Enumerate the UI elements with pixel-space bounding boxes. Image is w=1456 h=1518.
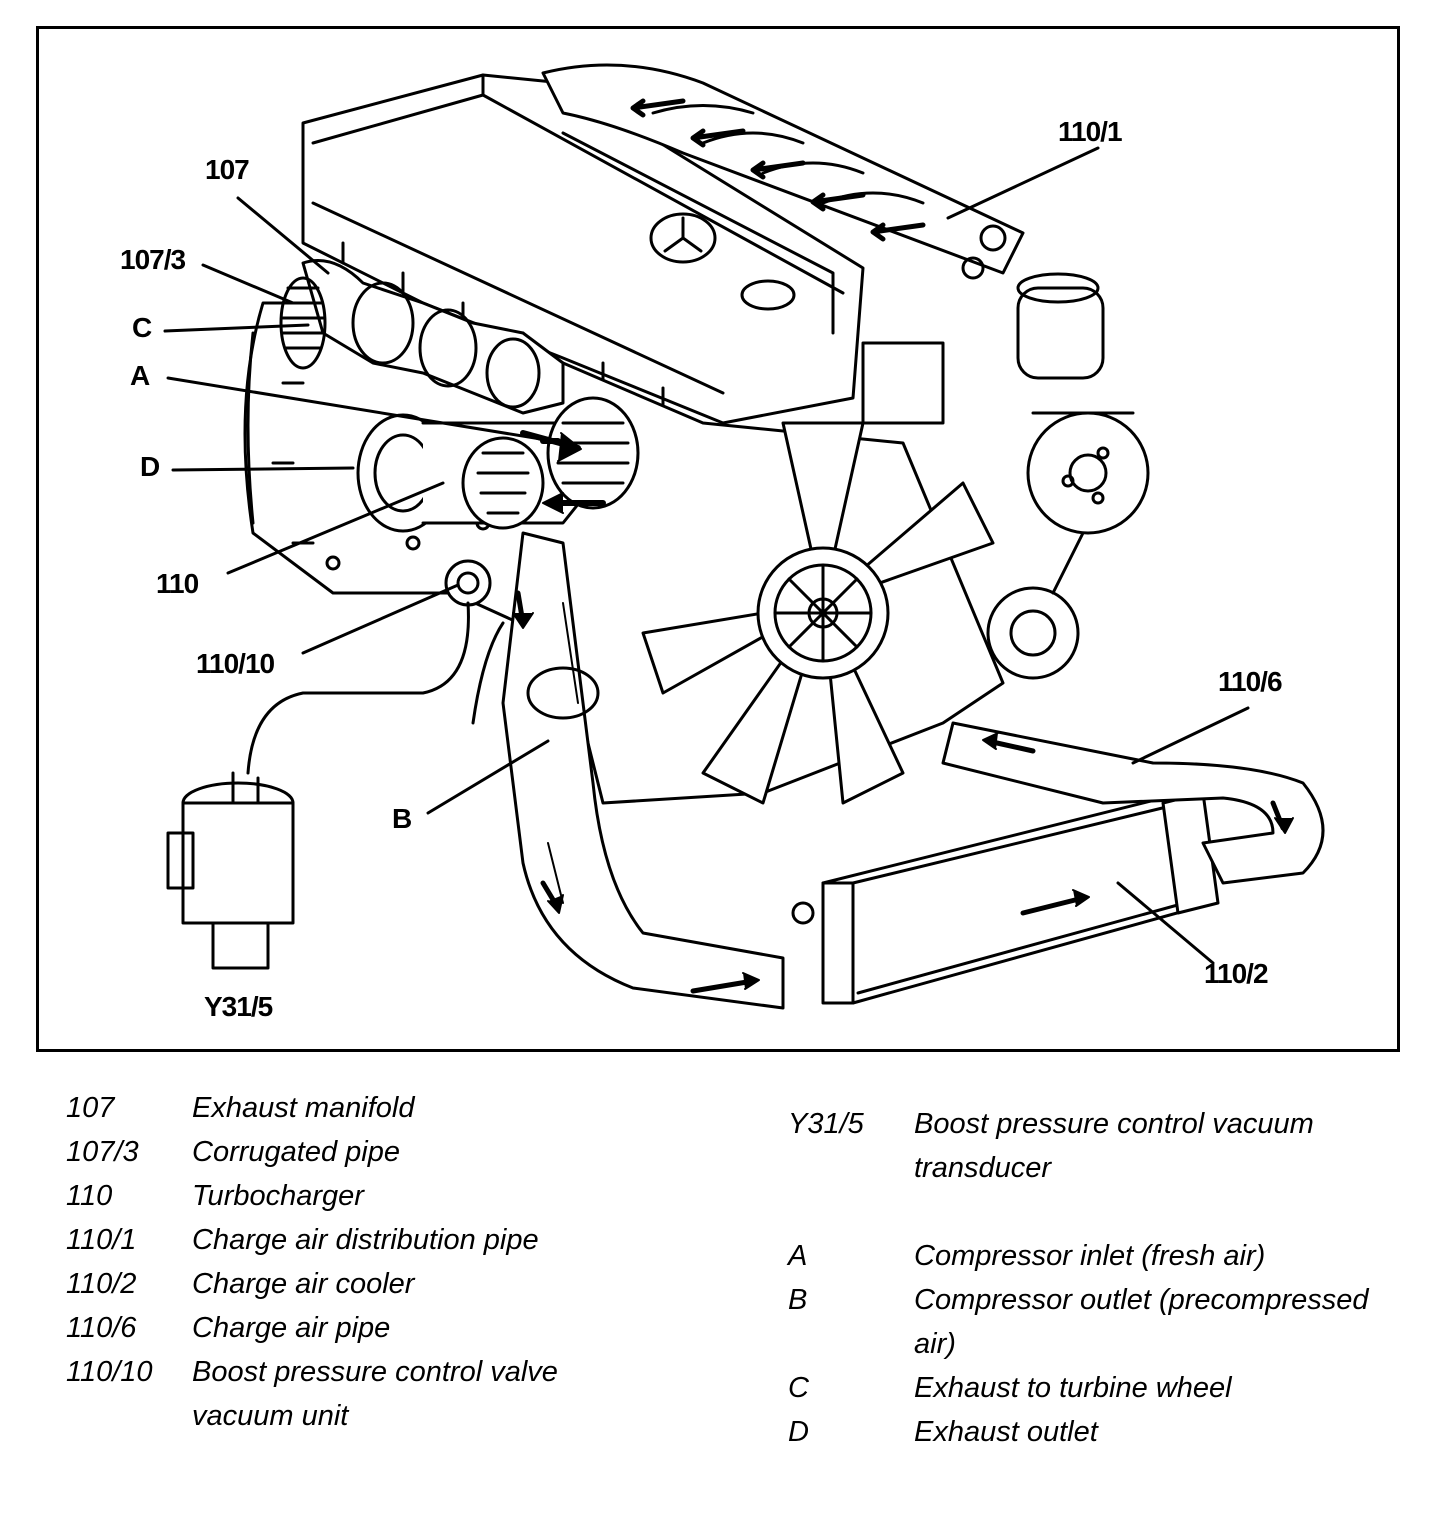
callout-b: B (392, 803, 412, 834)
legend-item: D Exhaust outlet (788, 1410, 1448, 1454)
leader-d (171, 466, 355, 472)
vacuum-transducer (166, 601, 470, 970)
legend-desc: Charge air cooler (192, 1268, 415, 1300)
callout-110-2: 110/2 (1204, 958, 1269, 989)
legend-spacer (788, 1190, 1448, 1234)
legend-code: 110 (66, 1180, 113, 1212)
legend-code: 110/6 (66, 1312, 137, 1344)
legend-item-continuation: air) (788, 1322, 1448, 1366)
star-emblem-icon (649, 212, 717, 264)
engine-accessories (861, 272, 1150, 680)
legend-item: 110/2 Charge air cooler (66, 1262, 706, 1306)
legend-desc: transducer (914, 1152, 1052, 1184)
leader-110-6 (1131, 706, 1250, 765)
callout-110: 110 (156, 568, 199, 599)
leader-c (163, 323, 310, 333)
oil-filler-cap-icon (740, 279, 796, 311)
legend-desc: Boost pressure control valve (192, 1356, 558, 1388)
legend-desc: Charge air pipe (192, 1312, 391, 1344)
legend-desc: Exhaust to turbine wheel (914, 1372, 1232, 1404)
leader-110-1 (946, 146, 1100, 220)
legend-desc: Boost pressure control vacuum (914, 1108, 1314, 1140)
legend-item: 107/3 Corrugated pipe (66, 1130, 706, 1174)
legend-code: D (788, 1416, 809, 1448)
callout-c: C (132, 312, 152, 343)
vacuum-unit (444, 559, 492, 607)
legend-item-continuation: transducer (788, 1146, 1448, 1190)
legend-code: 110/1 (66, 1224, 137, 1256)
legend-item: 110 Turbocharger (66, 1174, 706, 1218)
leader-107 (236, 196, 330, 275)
callout-110-6: 110/6 (1218, 666, 1283, 697)
cooling-fan (641, 421, 995, 805)
legend-desc: air) (914, 1328, 956, 1360)
legend-right: Y31/5 Boost pressure control vacuum tran… (788, 1102, 1448, 1454)
legend-item: C Exhaust to turbine wheel (788, 1366, 1448, 1410)
legend-item: 110/10 Boost pressure control valve (66, 1350, 706, 1394)
legend-desc: Charge air distribution pipe (192, 1224, 539, 1256)
callout-y31-5: Y31/5 (204, 991, 273, 1022)
legend-item: Y31/5 Boost pressure control vacuum (788, 1102, 1448, 1146)
leader-110-2 (1116, 881, 1215, 965)
legend-desc: vacuum unit (192, 1400, 349, 1432)
legend-code: 110/10 (66, 1356, 153, 1388)
legend-code: 110/2 (66, 1268, 137, 1300)
exhaust-manifold (279, 259, 565, 415)
legend-code: B (788, 1284, 808, 1316)
turbocharger (356, 396, 640, 607)
legend-item: 110/1 Charge air distribution pipe (66, 1218, 706, 1262)
leader-107-3 (201, 263, 295, 305)
callout-d: D (140, 451, 160, 482)
callout-110-1: 110/1 (1058, 116, 1123, 147)
charge-air-cooler (791, 791, 1220, 1005)
leader-a (166, 376, 555, 443)
legend-code: C (788, 1372, 809, 1404)
legend-desc: Compressor inlet (fresh air) (914, 1240, 1266, 1272)
valve-cover (301, 73, 865, 425)
charge-air-pipe (941, 721, 1325, 885)
legend-item: 110/6 Charge air pipe (66, 1306, 706, 1350)
leader-b (426, 739, 550, 815)
legend-code: 107 (66, 1092, 115, 1124)
legend-item: A Compressor inlet (fresh air) (788, 1234, 1448, 1278)
callout-107: 107 (205, 154, 250, 185)
legend-desc: Corrugated pipe (192, 1136, 400, 1168)
callout-110-10: 110/10 (196, 648, 275, 679)
legend-code: 107/3 (66, 1136, 139, 1168)
legend-desc: Exhaust manifold (192, 1092, 415, 1124)
legend-item: 107 Exhaust manifold (66, 1086, 706, 1130)
callout-a: A (130, 360, 150, 391)
legend-code: A (788, 1240, 808, 1272)
charge-air-distribution-pipe (541, 63, 1025, 280)
corrugated-pipe (279, 276, 327, 370)
engine-illustration (163, 63, 1325, 1010)
engine-diagram-frame (36, 26, 1400, 1052)
leader-110 (226, 481, 445, 575)
legend-item: B Compressor outlet (precompressed (788, 1278, 1448, 1322)
leader-110-10 (301, 583, 460, 655)
legend-desc: Compressor outlet (precompressed (914, 1284, 1369, 1316)
legend-desc: Exhaust outlet (914, 1416, 1098, 1448)
legend-desc: Turbocharger (192, 1180, 364, 1212)
callout-107-3: 107/3 (120, 244, 186, 275)
compressor-outlet-pipe (471, 531, 785, 1010)
leader-lines (163, 146, 1250, 965)
legend-item-continuation: vacuum unit (66, 1394, 706, 1438)
legend-left: 107 Exhaust manifold 107/3 Corrugated pi… (66, 1086, 706, 1438)
legend-code: Y31/5 (788, 1108, 864, 1140)
